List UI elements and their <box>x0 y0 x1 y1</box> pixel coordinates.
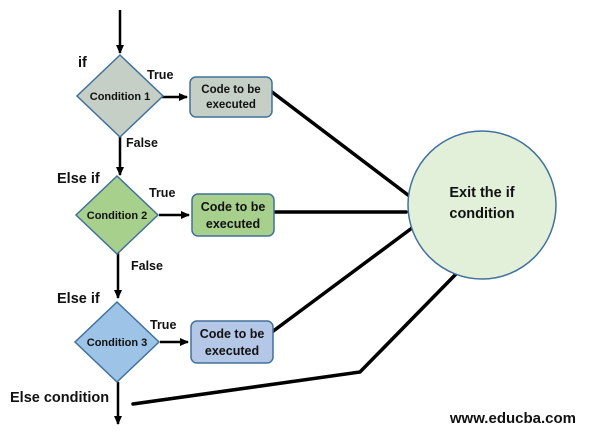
condition-3-diamond: Condition 3 <box>73 300 161 384</box>
condition-2-diamond: Condition 2 <box>74 174 160 256</box>
exit-line-else <box>131 272 458 406</box>
connectors <box>114 10 190 425</box>
code-box-2-line1: Code to be <box>201 200 266 214</box>
exit-circle: Exit the if condition <box>407 130 557 280</box>
exit-line1-text: Exit the if <box>449 185 514 201</box>
false-label-1: False <box>126 136 158 150</box>
code-box-1-line2: executed <box>206 99 256 111</box>
exit-line2-text: condition <box>449 206 514 222</box>
code-box-1: Code to be executed <box>189 76 273 118</box>
code-box-3-line1: Code to be <box>200 327 265 341</box>
else-if-label-1: Else if <box>57 171 100 187</box>
code-box-3-line2: executed <box>205 344 259 358</box>
exit-line-1 <box>270 90 410 197</box>
false-label-2: False <box>131 259 163 273</box>
true-label-3: True <box>150 318 176 332</box>
code-box-2: Code to be executed <box>191 193 275 237</box>
exit-lines <box>131 90 458 406</box>
true-label-1: True <box>147 68 173 82</box>
else-if-label-2: Else if <box>57 291 100 307</box>
else-condition-label: Else condition <box>10 390 109 406</box>
code-box-3: Code to be executed <box>190 320 274 364</box>
watermark-text: www.educba.com <box>449 410 576 427</box>
code-box-2-line2: executed <box>206 217 260 231</box>
code-box-1-line1: Code to be <box>201 84 260 96</box>
exit-line-3 <box>270 226 414 334</box>
true-label-2: True <box>149 186 175 200</box>
condition-1-diamond: Condition 1 <box>75 53 165 139</box>
condition-1-label: Condition 1 <box>90 91 151 103</box>
condition-2-label: Condition 2 <box>87 210 148 222</box>
if-label: if <box>78 55 87 71</box>
condition-3-label: Condition 3 <box>87 337 148 349</box>
